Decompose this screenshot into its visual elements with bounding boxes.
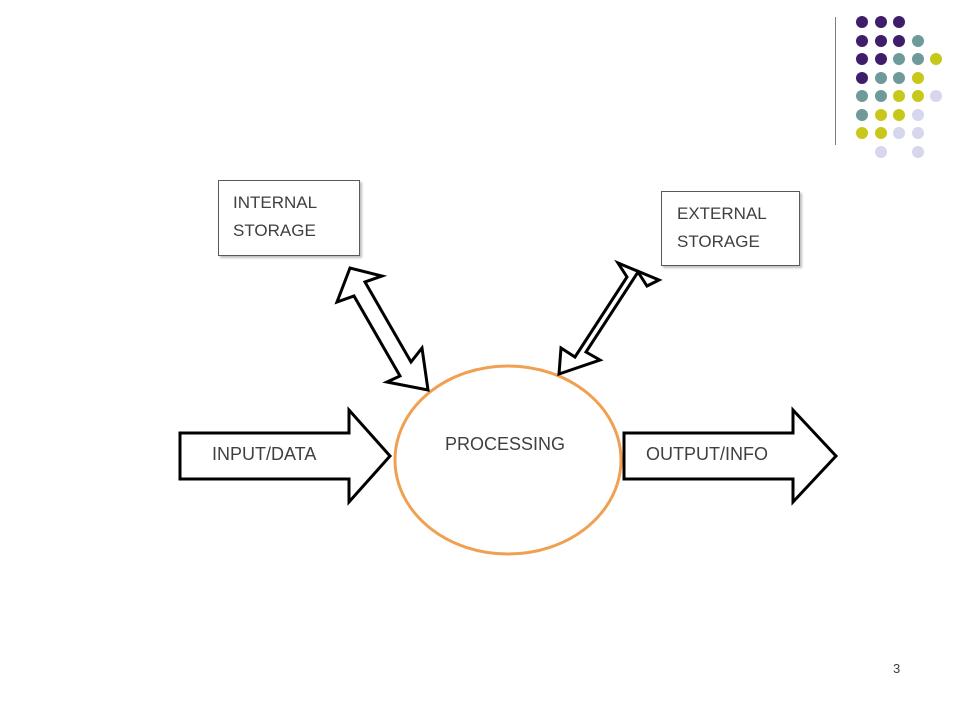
decor-dot	[856, 108, 868, 121]
output-info-label: OUTPUT/INFO	[646, 444, 768, 464]
decor-dot	[911, 53, 924, 65]
decor-dot	[911, 90, 924, 102]
decor-dot	[893, 71, 905, 84]
external-storage-line1: EXTERNAL	[677, 204, 767, 223]
internal-storage-line2: STORAGE	[233, 221, 316, 240]
decor-dot	[893, 90, 905, 102]
processing-label: PROCESSING	[445, 434, 566, 454]
decor-dot	[874, 108, 887, 121]
decor-dot	[911, 145, 924, 158]
decor-dot	[893, 16, 905, 28]
input-arrow	[178, 406, 393, 506]
decor-dot	[874, 145, 887, 158]
input-data-label: INPUT/DATA	[212, 444, 317, 464]
decor-dot	[911, 71, 924, 84]
decor-dot	[893, 108, 905, 121]
decor-dot	[856, 71, 868, 84]
decor-dot	[874, 53, 887, 65]
decor-dot	[856, 90, 868, 102]
decor-dot	[874, 90, 887, 102]
internal-storage-line1: INTERNAL	[233, 193, 318, 212]
external-storage-line2: STORAGE	[677, 232, 760, 251]
decor-divider-line	[835, 17, 836, 145]
decor-dot	[874, 71, 887, 84]
internal-storage-double-arrow	[334, 266, 430, 392]
page-number: 3	[893, 661, 901, 676]
decor-dot	[856, 34, 868, 47]
decor-dot	[930, 90, 942, 102]
decor-dot	[893, 127, 905, 139]
decor-dot	[893, 34, 905, 47]
internal-storage-box: INTERNAL STORAGE	[218, 180, 360, 256]
decor-dot	[856, 127, 868, 139]
decor-dot	[874, 16, 887, 28]
decor-dot	[856, 16, 868, 28]
decor-dot	[874, 127, 887, 139]
decor-dot	[911, 127, 924, 139]
decor-dot	[911, 34, 924, 47]
decor-dot	[874, 34, 887, 47]
output-arrow	[622, 406, 839, 506]
decor-dot	[856, 53, 868, 65]
external-storage-double-arrow	[557, 259, 663, 377]
external-storage-box: EXTERNAL STORAGE	[661, 191, 800, 266]
decor-dot	[911, 108, 924, 121]
processing-ellipse	[393, 364, 623, 556]
decor-dot	[893, 53, 905, 65]
decor-dot	[930, 53, 942, 65]
